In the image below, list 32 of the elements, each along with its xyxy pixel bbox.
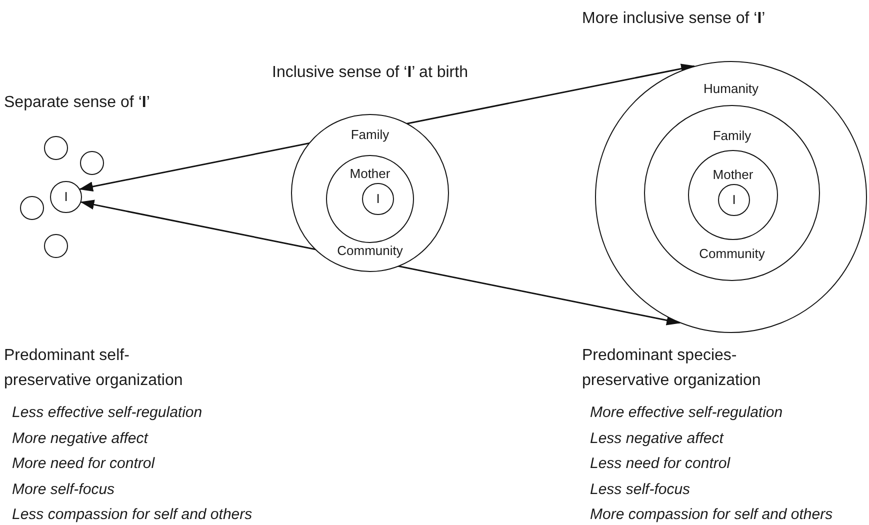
heading-text: Separate sense of ‘I’ [4, 93, 150, 113]
trait-text: Less negative affect [590, 428, 724, 448]
trait-text: More effective self-regulation [590, 403, 783, 423]
circle-label: I [63, 189, 69, 205]
circle-label: Humanity [702, 81, 760, 97]
trait-text: More compassion for self and others [590, 505, 833, 525]
trait-text: Less self-focus [590, 480, 690, 500]
circle-label: Community [698, 246, 766, 262]
circle [80, 151, 104, 175]
circle [362, 183, 394, 215]
trait-text: Less need for control [590, 454, 730, 474]
circle-label: Family [350, 127, 390, 143]
heading-text: Predominant species-preservative organization [582, 346, 762, 391]
circle [50, 181, 82, 213]
heading-text: Inclusive sense of ‘I’ at birth [272, 63, 468, 83]
heading-text: More inclusive sense of ‘I’ [582, 9, 766, 29]
circle-label: Family [712, 128, 752, 144]
trait-text: Less compassion for self and others [12, 505, 252, 525]
circle [44, 136, 68, 160]
circle-label: Community [336, 243, 404, 259]
circle [20, 196, 44, 220]
circle [718, 184, 750, 216]
circle-label: Mother [348, 166, 392, 182]
circle-label: Mother [712, 167, 754, 183]
trait-text: More need for control [12, 454, 155, 474]
circle [44, 234, 68, 258]
trait-text: More negative affect [12, 428, 148, 448]
heading-text: Predominant self-preservative organization [4, 346, 184, 391]
trait-text: Less effective self-regulation [12, 403, 202, 423]
circle-label: I [731, 192, 737, 208]
circle-label: I [375, 191, 381, 207]
trait-text: More self-focus [12, 480, 115, 500]
